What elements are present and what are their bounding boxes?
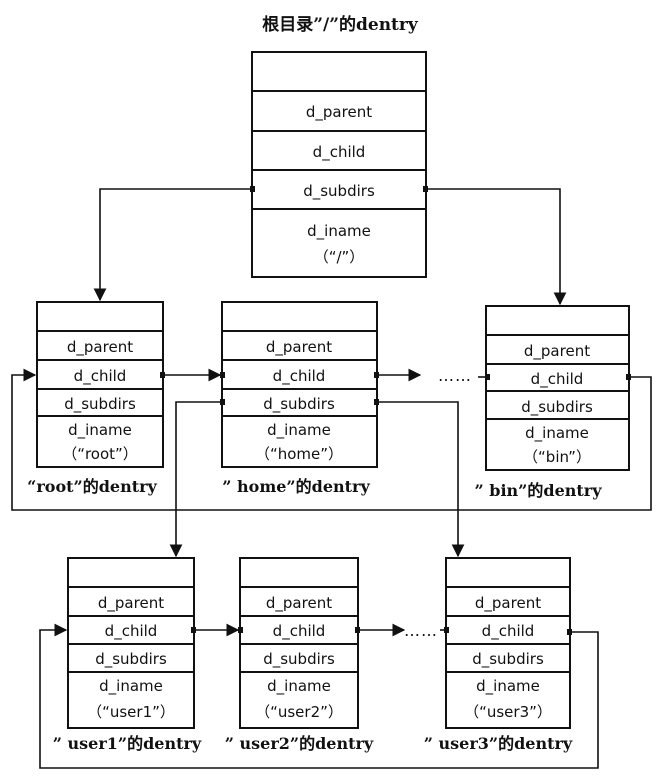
dentry-name: （“bin”） <box>523 448 591 466</box>
field-d-subdirs: d_subdirs <box>95 650 167 669</box>
field-d-iname: d_iname <box>307 222 371 241</box>
dentry-caption: ” bin”的dentry <box>475 481 603 500</box>
edge-home-subdirs-to-user1 <box>169 401 222 558</box>
field-d-parent: d_parent <box>266 338 332 357</box>
dentry-bin: d_parent d_child d_subdirs d_iname （“bin… <box>485 305 630 471</box>
field-d-parent: d_parent <box>475 594 541 613</box>
field-d-iname: d_iname <box>68 421 132 440</box>
sibling-ellipsis: …… <box>404 621 438 640</box>
dentry-caption: ” home”的dentry <box>222 477 370 496</box>
dentry-name: （“/”） <box>314 248 365 266</box>
field-d-subdirs: d_subdirs <box>303 182 375 201</box>
edge-home-subdirs-to-user3 <box>377 401 465 558</box>
dentry-root-dir: d_parent d_child d_subdirs d_iname （“/”） <box>251 51 427 278</box>
field-d-child: d_child <box>313 143 366 162</box>
dentry-name: （“user2”） <box>255 703 343 721</box>
dentry-name: （“user1”） <box>87 703 175 721</box>
field-d-subdirs: d_subdirs <box>263 395 335 414</box>
edge-bin-child-wrap <box>11 368 652 511</box>
field-d-iname: d_iname <box>267 677 331 696</box>
diagram-title: 根目录”/”的dentry <box>262 14 419 35</box>
field-d-subdirs: d_subdirs <box>64 395 136 414</box>
dentry-user1: d_parent d_child d_subdirs d_iname （“use… <box>67 557 195 729</box>
edge-subdirs-to-bin <box>426 188 567 306</box>
field-d-parent: d_parent <box>266 594 332 613</box>
field-d-child: d_child <box>105 622 158 641</box>
dentry-caption: ” user3”的dentry <box>424 734 573 753</box>
dentry-root: d_parent d_child d_subdirs d_iname （“roo… <box>36 301 164 468</box>
field-d-iname: d_iname <box>267 421 331 440</box>
dentry-caption: ” user1”的dentry <box>53 734 202 753</box>
dentry-user2: d_parent d_child d_subdirs d_iname （“use… <box>239 557 359 729</box>
field-d-parent: d_parent <box>524 342 590 361</box>
field-d-iname: d_iname <box>99 677 163 696</box>
dentry-caption: ” user2”的dentry <box>225 734 374 753</box>
field-d-iname: d_iname <box>476 677 540 696</box>
dentry-caption: “root”的dentry <box>27 477 157 496</box>
field-d-child: d_child <box>74 367 127 386</box>
field-d-child: d_child <box>273 622 326 641</box>
field-d-parent: d_parent <box>67 338 133 357</box>
field-d-subdirs: d_subdirs <box>263 650 335 669</box>
field-d-iname: d_iname <box>525 424 589 443</box>
field-d-subdirs: d_subdirs <box>472 650 544 669</box>
edge-user3-child-wrap <box>39 623 599 769</box>
edge-subdirs-to-root <box>93 188 252 302</box>
dentry-name: （“root”） <box>62 445 138 463</box>
field-d-subdirs: d_subdirs <box>521 398 593 417</box>
field-d-child: d_child <box>482 622 535 641</box>
field-d-child: d_child <box>531 370 584 389</box>
sibling-ellipsis: …… <box>438 366 472 385</box>
dentry-home: d_parent d_child d_subdirs d_iname （“hom… <box>221 301 378 468</box>
dentry-name: （“user3”） <box>464 703 552 721</box>
link-points <box>160 186 631 635</box>
dentry-user3: d_parent d_child d_subdirs d_iname （“use… <box>445 557 571 729</box>
dentry-name: （“home”） <box>255 445 343 463</box>
field-d-parent: d_parent <box>98 594 164 613</box>
field-d-child: d_child <box>273 367 326 386</box>
field-d-parent: d_parent <box>306 103 372 122</box>
